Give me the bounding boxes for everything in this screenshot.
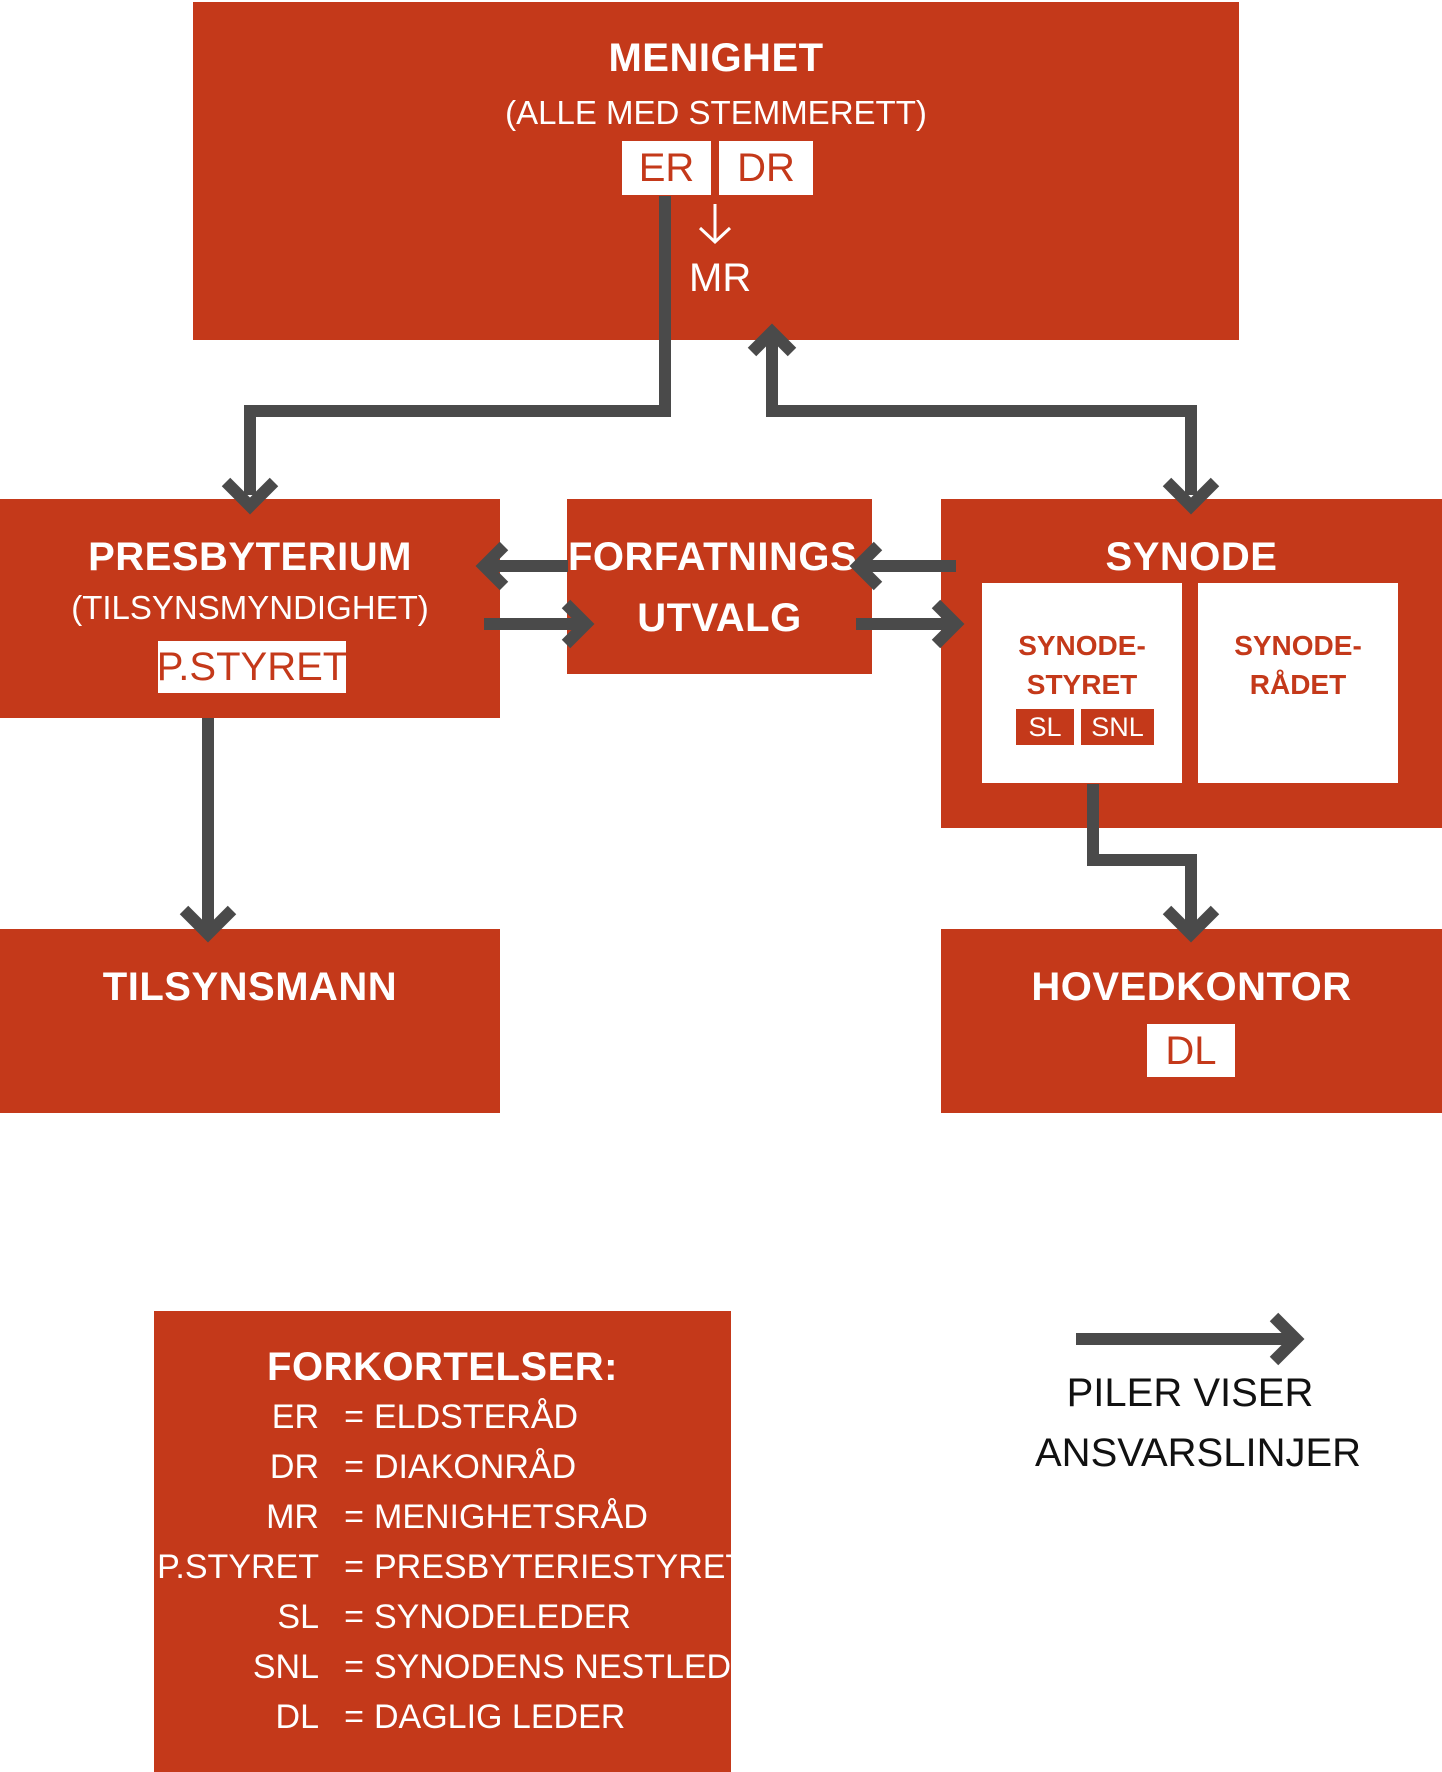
forfatning-line1: FORFATNINGS- (567, 535, 871, 579)
arrow-synode-to-menighet (766, 330, 1197, 495)
tag-snl: SNL (1081, 709, 1154, 745)
presbyterium-subtitle: (TILSYNSMYNDIGHET) (71, 589, 429, 626)
legend-row: P.STYRET = PRESBYTERIESTYRET (154, 1542, 746, 1592)
legend-definition: ELDSTERÅD (374, 1398, 579, 1436)
synoderadet-line2: RÅDET (1249, 669, 1347, 700)
arrow-note-line1: PILER VISER (1066, 1371, 1314, 1415)
legend-abbr: SNL (252, 1648, 319, 1686)
forfatningsutvalg-box: FORFATNINGS- UTVALG (567, 499, 872, 674)
arrow-synodestyret-to-hovedkontor (1087, 784, 1197, 932)
arrowhead-presbyterium (221, 477, 279, 515)
synoderadet-box: SYNODE- RÅDET (1198, 583, 1398, 783)
legend-equals: = (344, 1698, 364, 1736)
synodestyret-box: SYNODE- STYRET SL SNL (982, 583, 1182, 783)
arrowhead-presbyterium-left (475, 541, 509, 591)
hovedkontor-box: HOVEDKONTOR DL (941, 929, 1442, 1113)
arrowhead-forfatning-right (561, 599, 595, 649)
legend-abbr: P.STYRET (157, 1548, 319, 1586)
legend-row: SL = SYNODELEDER (154, 1592, 731, 1642)
legend-abbr: SL (277, 1598, 319, 1636)
arrowhead-forfatning-left (849, 541, 883, 591)
presbyterium-title: PRESBYTERIUM (88, 535, 412, 579)
synoderadet-line1: SYNODE- (1234, 630, 1362, 661)
arrowhead-tilsynsmann (179, 905, 237, 943)
legend-definition: SYNODELEDER (374, 1598, 631, 1636)
tag-pstyret: P.STYRET (157, 641, 347, 693)
synodestyret-line1: SYNODE- (1018, 630, 1146, 661)
legend-arrow-head (1269, 1312, 1305, 1366)
legend-definition: DIAKONRÅD (374, 1448, 577, 1486)
legend-equals: = (344, 1398, 364, 1436)
legend-row: DR = DIAKONRÅD (154, 1442, 731, 1492)
legend-title: FORKORTELSER: (267, 1345, 618, 1389)
tag-dl: DL (1147, 1024, 1235, 1077)
legend-definition: MENIGHETSRÅD (374, 1498, 648, 1536)
legend-definition: PRESBYTERIESTYRET (374, 1548, 747, 1586)
legend-equals: = (344, 1498, 364, 1536)
arrowhead-hovedkontor (1162, 905, 1220, 943)
hovedkontor-title: HOVEDKONTOR (1031, 965, 1352, 1009)
tag-dr: DR (719, 141, 813, 195)
legend-equals: = (344, 1648, 364, 1686)
legend-row: SNL = SYNODENS NESTLEDER (154, 1642, 778, 1692)
arrow-menighet-to-presbyterium (244, 196, 671, 495)
legend-box: FORKORTELSER: ER = ELDSTERÅD DR = DIAKONRÅD MR… (154, 1311, 778, 1772)
mr-label: MR (689, 256, 752, 300)
menighet-title: MENIGHET (608, 36, 824, 80)
arrowhead-synode-right (931, 599, 965, 649)
legend-equals: = (344, 1548, 364, 1586)
tag-sl: SL (1016, 709, 1074, 745)
legend-definition: SYNODENS NESTLEDER (374, 1648, 779, 1686)
tilsynsmann-title: TILSYNSMANN (102, 965, 398, 1009)
tag-er: ER (622, 141, 711, 195)
menighet-box: MENIGHET (ALLE MED STEMMERETT) ER DR MR (193, 2, 1239, 340)
arrow-note-line2: ANSVARSLINJER (1035, 1431, 1362, 1475)
synode-box: SYNODE SYNODE- STYRET SL SNL SYNODE- RÅD… (941, 499, 1442, 828)
arrowhead-menighet (747, 323, 797, 357)
forfatning-line2: UTVALG (637, 596, 802, 640)
synode-title: SYNODE (1105, 535, 1278, 579)
legend-equals: = (344, 1598, 364, 1636)
arrowhead-synode (1162, 477, 1220, 515)
legend-definition: DAGLIG LEDER (374, 1698, 626, 1736)
legend-row: ER = ELDSTERÅD (154, 1392, 731, 1442)
legend-row: DL = DAGLIG LEDER (154, 1692, 731, 1742)
synodestyret-line2: STYRET (1026, 669, 1138, 700)
tilsynsmann-box: TILSYNSMANN (0, 929, 500, 1113)
legend-abbr: ER (271, 1398, 319, 1436)
arrowhead-mr (698, 226, 732, 245)
legend-row: MR = MENIGHETSRÅD (154, 1492, 731, 1542)
legend-equals: = (344, 1448, 364, 1486)
legend-abbr: DR (269, 1448, 319, 1486)
menighet-subtitle: (ALLE MED STEMMERETT) (505, 94, 927, 131)
presbyterium-box: PRESBYTERIUM (TILSYNSMYNDIGHET) P.STYRET (0, 499, 500, 718)
legend-abbr: DL (275, 1698, 319, 1736)
legend-abbr: MR (266, 1498, 319, 1536)
